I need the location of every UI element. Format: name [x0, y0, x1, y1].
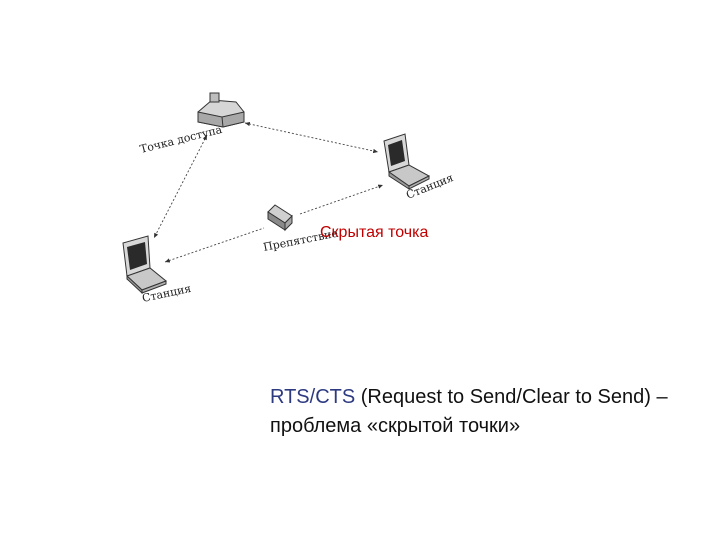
- station-right-laptop-icon: [383, 133, 431, 190]
- station-left-laptop-icon: [122, 235, 167, 295]
- access-point-icon: [197, 92, 245, 128]
- caption-acronym: RTS/CTS: [270, 386, 356, 408]
- caption: RTS/CTS (Request to Send/Clear to Send) …: [270, 383, 670, 441]
- hidden-point-label: Скрытая точка: [320, 224, 429, 241]
- link-obstacle-to-station-right: [299, 184, 384, 215]
- link-ap-to-station-right: [244, 121, 379, 154]
- obstacle-icon: [267, 204, 293, 232]
- link-ap-to-station-left: [153, 134, 208, 239]
- caption-text: (Request to Send/Clear to Send) – пробле…: [270, 386, 668, 437]
- access-point-label: Точка доступа: [139, 123, 224, 156]
- link-station-left-to-obstacle: [164, 227, 265, 263]
